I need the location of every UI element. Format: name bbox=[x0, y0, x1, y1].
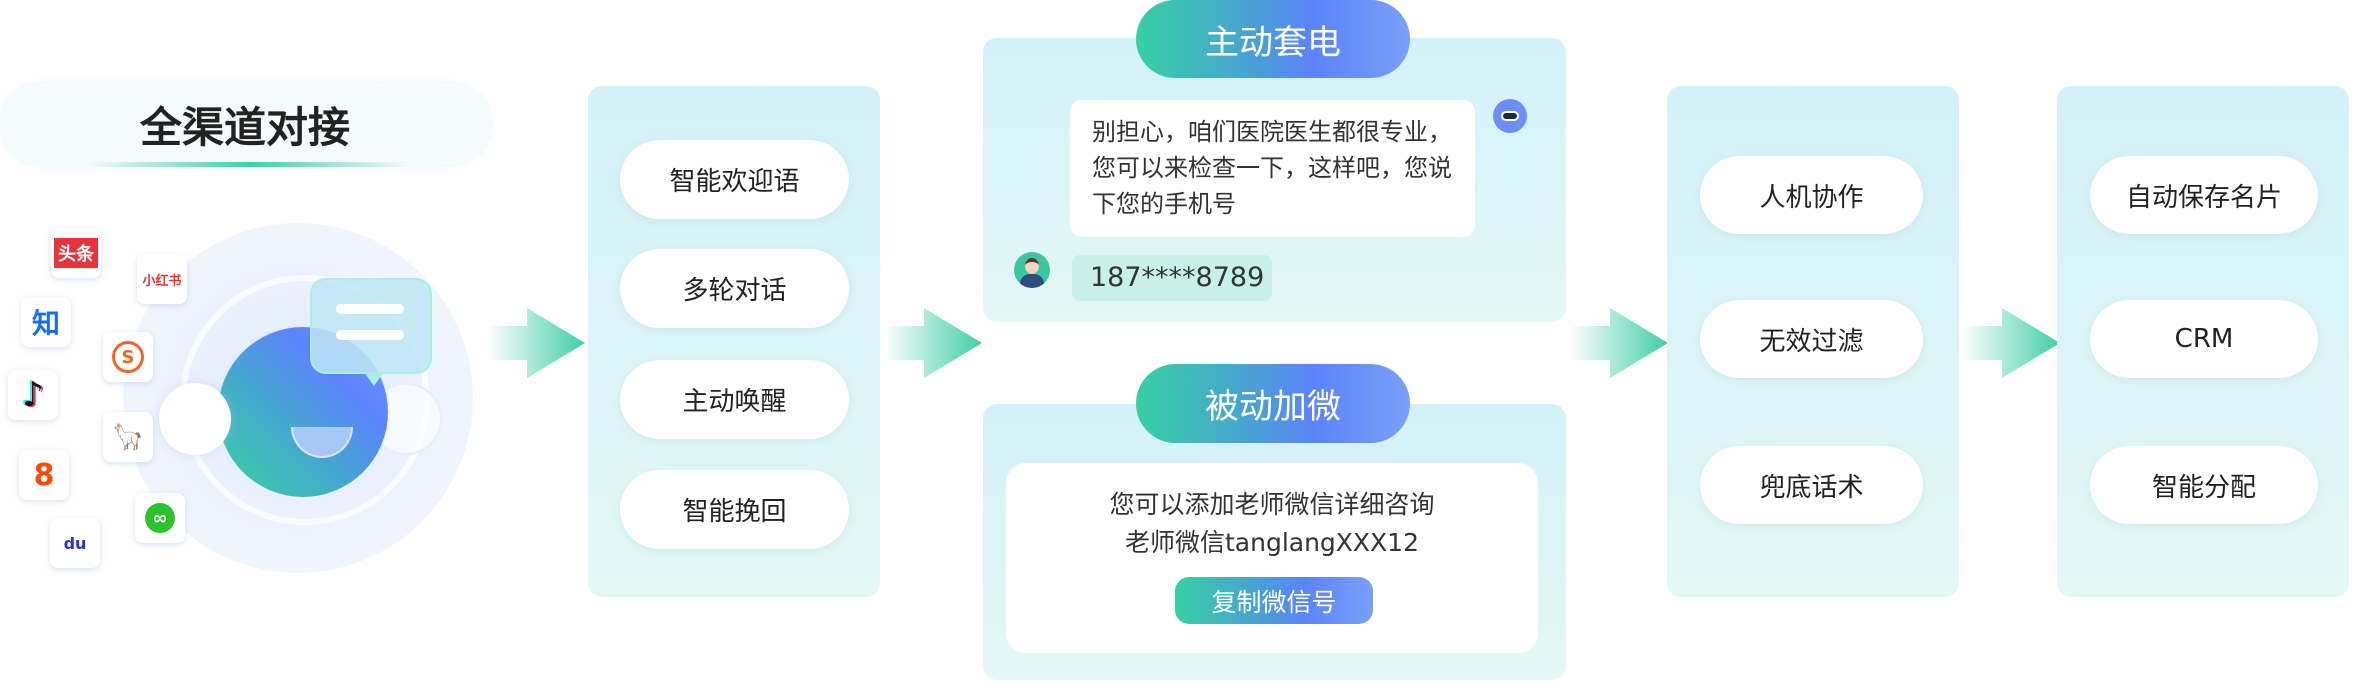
feature-crm: CRM bbox=[2090, 300, 2318, 378]
feature-invalid-filter: 无效过滤 bbox=[1700, 300, 1923, 378]
user-phone-reply: 187****8789 bbox=[1072, 255, 1272, 301]
section-title: 全渠道对接 bbox=[0, 83, 490, 165]
feature-human-machine: 人机协作 bbox=[1700, 156, 1923, 234]
wechat-card: 您可以添加老师微信详细咨询 老师微信tanglangXXX12 复制微信号 bbox=[1006, 463, 1538, 653]
sogou-icon: S bbox=[103, 332, 153, 382]
wechat-card-line1: 您可以添加老师微信详细咨询 bbox=[1109, 490, 1435, 519]
crm-panel: 自动保存名片 CRM 智能分配 bbox=[2057, 86, 2349, 597]
kuaishou-icon: 8 bbox=[19, 450, 69, 500]
arrow-right-icon bbox=[1962, 308, 2060, 378]
douyin-icon: ♪ bbox=[8, 370, 58, 420]
feature-smart-recall: 智能挽回 bbox=[620, 470, 849, 549]
chat-bubble-tail bbox=[364, 372, 384, 386]
quality-panel: 人机协作 无效过滤 兜底话术 bbox=[1667, 86, 1959, 597]
passive-wechat-title: 被动加微 bbox=[1136, 364, 1410, 443]
active-lead-title: 主动套电 bbox=[1136, 0, 1410, 78]
copy-wechat-button[interactable]: 复制微信号 bbox=[1175, 577, 1373, 624]
zhihu-icon: 知 bbox=[21, 297, 71, 347]
toutiao-icon: 头条 bbox=[51, 228, 101, 278]
user-avatar-icon bbox=[1014, 252, 1050, 288]
xiaohongshu-icon: 小红书 bbox=[137, 254, 187, 304]
section-title-text: 全渠道对接 bbox=[139, 102, 350, 152]
title-underline bbox=[90, 162, 410, 167]
wechat-card-line2: 老师微信tanglangXXX12 bbox=[1124, 528, 1419, 557]
feature-fallback-script: 兜底话术 bbox=[1700, 446, 1923, 524]
dialogue-panel: 智能欢迎语 多轮对话 主动唤醒 智能挽回 bbox=[588, 86, 880, 597]
feature-smart-greeting: 智能欢迎语 bbox=[620, 140, 849, 219]
bot-message: 别担心，咱们医院医生都很专业，您可以来检查一下，这样吧，您说下您的手机号 bbox=[1070, 100, 1475, 237]
chat-bubble-icon bbox=[310, 278, 432, 374]
arrow-right-icon bbox=[884, 308, 982, 378]
hub-orbit-circle-left bbox=[159, 383, 231, 455]
robot-avatar-icon bbox=[1493, 99, 1527, 133]
feature-auto-save-card: 自动保存名片 bbox=[2090, 156, 2318, 234]
feature-multi-turn: 多轮对话 bbox=[620, 249, 849, 328]
arrow-right-icon bbox=[487, 308, 585, 378]
baidu-icon: du bbox=[50, 518, 100, 568]
feature-active-wake: 主动唤醒 bbox=[620, 360, 849, 439]
feature-smart-assign: 智能分配 bbox=[2090, 446, 2318, 524]
miniprogram-icon: ∞ bbox=[135, 493, 185, 543]
alpaca-icon: 🦙 bbox=[103, 412, 153, 462]
arrow-right-icon bbox=[1570, 308, 1668, 378]
